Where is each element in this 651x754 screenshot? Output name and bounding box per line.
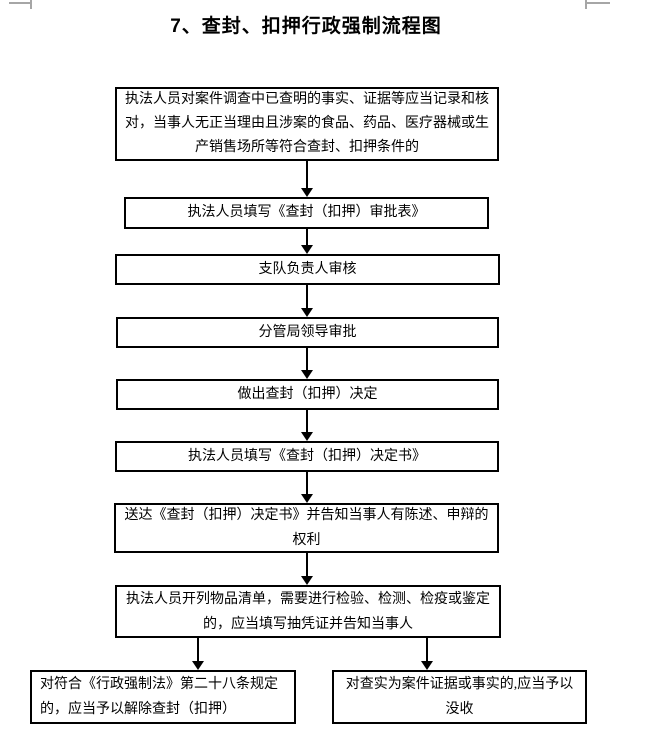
arrow-down-5	[301, 410, 313, 441]
flow-box-step-1-text: 执法人员对案件调查中已查明的事实、证据等应当记录和核对，当事人无正当理由且涉案的…	[125, 92, 489, 155]
arrowhead-icon	[301, 308, 313, 317]
arrowhead-icon	[301, 494, 313, 503]
flow-box-outcome-left-text: 对符合《行政强制法》第二十八条规定的，应当予以解除查封（扣押）	[40, 677, 278, 717]
arrowhead-icon	[301, 432, 313, 441]
flow-box-step-7: 送达《查封（扣押）决定书》并告知当事人有陈述、申辩的权利	[114, 503, 499, 553]
flow-box-step-3: 支队负责人审核	[115, 254, 500, 285]
branch-arrow-right	[421, 638, 433, 670]
arrowhead-icon	[301, 370, 313, 379]
arrowhead-icon	[421, 661, 433, 670]
flow-box-step-7-text: 送达《查封（扣押）决定书》并告知当事人有陈述、申辩的权利	[124, 508, 489, 548]
flow-box-outcome-right-text: 对查实为案件证据或事实的,应当予以没收	[345, 677, 574, 717]
branch-arrow-left	[192, 638, 204, 670]
flow-box-step-2: 执法人员填写《查封（扣押）审批表》	[124, 197, 489, 229]
page-title: 7、查封、扣押行政强制流程图	[170, 16, 442, 37]
arrowhead-icon	[192, 661, 204, 670]
page-corner-mark-top-left	[9, 0, 34, 10]
flow-box-step-6: 执法人员填写《查封（扣押）决定书》	[115, 441, 499, 472]
arrow-down-2	[301, 229, 313, 254]
flow-box-outcome-left: 对符合《行政强制法》第二十八条规定的，应当予以解除查封（扣押）	[30, 670, 296, 724]
arrow-down-3	[301, 285, 313, 317]
arrow-down-7	[301, 553, 313, 585]
flow-box-step-3-text: 支队负责人审核	[258, 261, 357, 277]
flow-box-step-4-text: 分管局领导审批	[258, 324, 357, 340]
flow-box-step-4: 分管局领导审批	[116, 317, 499, 348]
arrow-down-1	[301, 161, 313, 197]
arrow-down-6	[301, 472, 313, 503]
flow-box-step-6-text: 执法人员填写《查封（扣押）决定书》	[188, 448, 426, 464]
flow-box-step-5-text: 做出查封（扣押）决定	[237, 386, 378, 402]
flow-box-step-8-text: 执法人员开列物品清单，需要进行检验、检测、检疫或鉴定的，应当填写抽凭证并告知当事…	[126, 591, 490, 632]
flow-box-outcome-right: 对查实为案件证据或事实的,应当予以没收	[332, 670, 587, 724]
flow-box-step-2-text: 执法人员填写《查封（扣押）审批表》	[187, 205, 426, 220]
page-corner-mark-top-right	[585, 0, 610, 10]
flow-box-step-8: 执法人员开列物品清单，需要进行检验、检测、检疫或鉴定的，应当填写抽凭证并告知当事…	[115, 585, 501, 638]
arrow-down-4	[301, 348, 313, 379]
flow-box-step-5: 做出查封（扣押）决定	[116, 379, 499, 410]
arrowhead-icon	[301, 245, 313, 254]
flow-box-step-1: 执法人员对案件调查中已查明的事实、证据等应当记录和核对，当事人无正当理由且涉案的…	[115, 87, 499, 161]
arrowhead-icon	[301, 188, 313, 197]
arrowhead-icon	[301, 576, 313, 585]
